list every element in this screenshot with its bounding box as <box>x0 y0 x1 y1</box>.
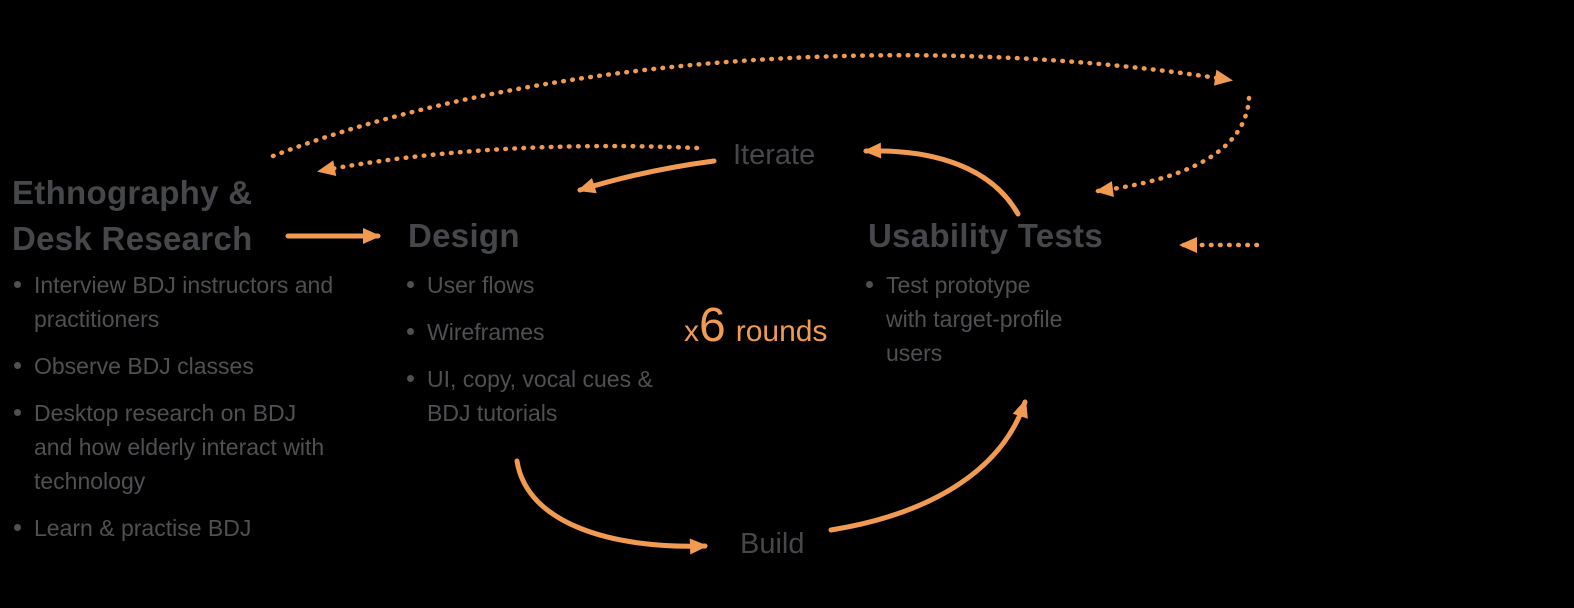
bullet-dot-icon <box>14 524 21 531</box>
design-title: Design <box>408 217 520 254</box>
arrow-build-to-usability-tests-icon <box>828 399 1028 533</box>
list-item-text: Learn & practise BDJ <box>34 515 252 541</box>
list-item-text: Test prototype with target-profile users <box>886 272 1063 366</box>
bullet-dot-icon <box>407 375 414 382</box>
bullet-dot-icon <box>14 281 21 288</box>
iterate-label: Iterate <box>733 139 816 171</box>
arrow-iterate-to-design-icon <box>577 158 717 194</box>
list-item-text: Desktop research on BDJ and how elderly … <box>34 400 325 494</box>
list-item: Learn & practise BDJ <box>14 511 334 545</box>
rounds-count: 6 <box>699 299 726 352</box>
dotted-arrow-iterate-to-ethnography-icon <box>317 143 700 177</box>
list-item: Wireframes <box>407 315 677 349</box>
usability-tests-title: Usability Tests <box>868 217 1103 254</box>
list-item: User flows <box>407 268 677 302</box>
ethnography-bullet-list: Interview BDJ instructors and practition… <box>14 268 334 545</box>
rounds-counter: x 6 rounds <box>684 298 827 353</box>
ethnography-title-line1: Ethnography & <box>12 174 253 211</box>
build-label: Build <box>740 528 805 560</box>
list-item: Test prototype with target-profile users <box>866 268 1066 370</box>
list-item: UI, copy, vocal cues & BDJ tutorials <box>407 362 677 430</box>
bullet-dot-icon <box>14 362 21 369</box>
arrow-design-to-build-icon <box>514 458 708 555</box>
list-item-text: Interview BDJ instructors and practition… <box>34 272 334 332</box>
ethnography-title-line2: Desk Research <box>12 220 253 257</box>
bullet-dot-icon <box>14 409 21 416</box>
dotted-arrow-down-to-usability-icon <box>1095 95 1252 198</box>
list-item-text: Observe BDJ classes <box>34 353 254 379</box>
list-item: Interview BDJ instructors and practition… <box>14 268 334 336</box>
ethnography-title: Ethnography & Desk Research <box>12 170 253 262</box>
list-item-text: UI, copy, vocal cues & BDJ tutorials <box>427 366 653 426</box>
list-item: Desktop research on BDJ and how elderly … <box>14 396 334 498</box>
list-item-text: User flows <box>427 272 535 298</box>
list-item-text: Wireframes <box>427 319 545 345</box>
design-bullet-list: User flows Wireframes UI, copy, vocal cu… <box>407 268 677 430</box>
rounds-unit: rounds <box>735 315 828 348</box>
list-item: Observe BDJ classes <box>14 349 334 383</box>
rounds-multiplier: x <box>684 315 699 348</box>
bullet-dot-icon <box>407 281 414 288</box>
bullet-dot-icon <box>407 328 414 335</box>
bullet-dot-icon <box>866 281 873 288</box>
arrow-usability-tests-to-iterate-icon <box>863 142 1021 217</box>
usability-bullet-list: Test prototype with target-profile users <box>866 268 1066 370</box>
